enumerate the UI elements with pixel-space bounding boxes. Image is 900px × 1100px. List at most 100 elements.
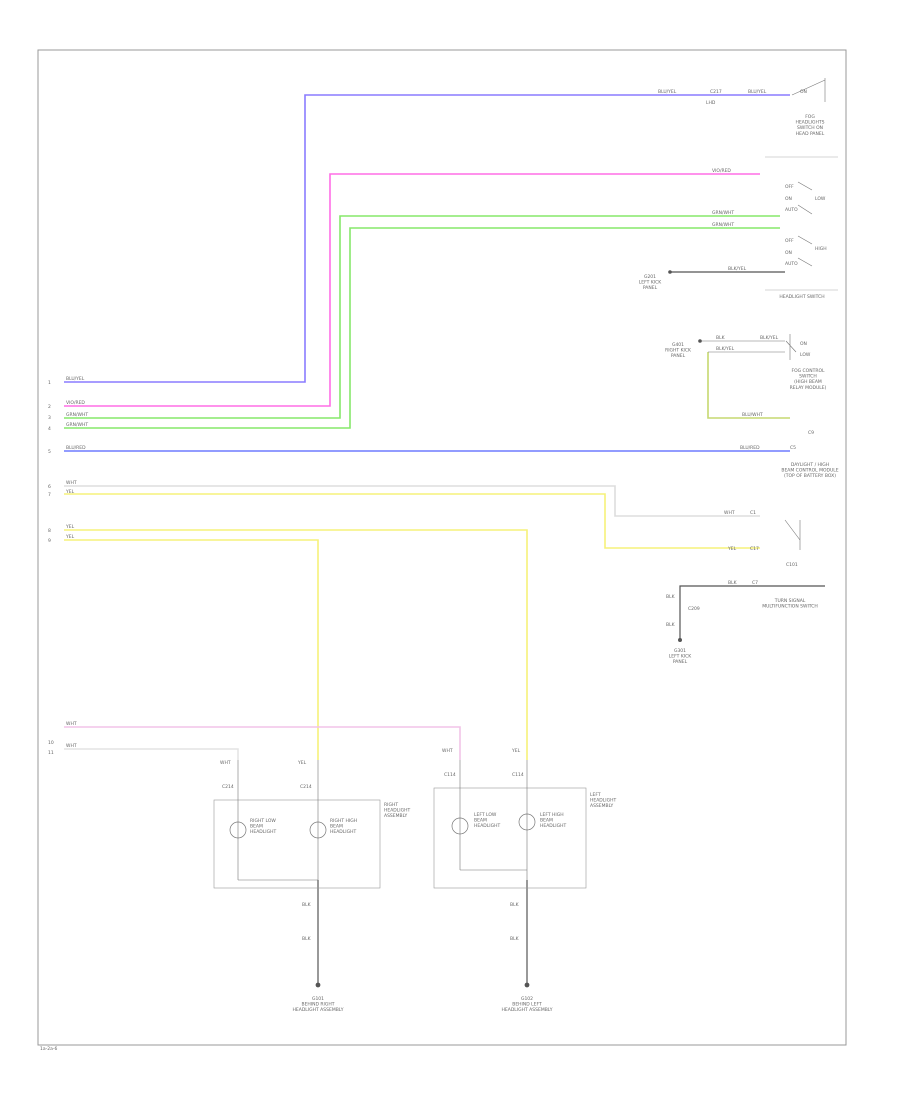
terminal-6-wire: WHT [66, 480, 77, 486]
fog-switch-name-line-3: SWITCH ON [797, 125, 823, 131]
wire-ts-ground [679, 585, 825, 640]
hl-wire-c: GRN/WHT [712, 222, 734, 228]
hl-wire-b: GRN/WHT [712, 210, 734, 216]
hl-low: LOW [815, 196, 826, 202]
right-ground-name-line-2: BEHIND RIGHT [302, 1002, 335, 1008]
right-gnd-wire2: BLK [302, 936, 312, 942]
ts-ground-point [678, 638, 682, 642]
ts-ground-name-line-2: LEFT KICK [669, 654, 692, 660]
terminal-1-wire: BLU/YEL [66, 376, 85, 382]
ts-ground-name-line-3: PANEL [673, 659, 688, 665]
terminal-7-num: 7 [48, 492, 51, 498]
left-low-lamp-label-line-2: BEAM [474, 818, 487, 824]
wire-wht-b [64, 748, 239, 760]
left-hl-pin-high: C114 [512, 772, 524, 778]
right-high-lamp-label-line-2: BEAM [330, 824, 343, 830]
fog-pin-sub: LHD [706, 100, 716, 106]
dimmer-ground-name-line-1: G401 [672, 342, 684, 348]
right-hl-name-line-1: RIGHT [384, 802, 398, 808]
left-low-lamp-label-line-3: HEADLIGHT [474, 823, 500, 829]
terminal-10-num: 10 [48, 740, 54, 746]
hl-ground-name-line-2: LEFT KICK [639, 280, 662, 286]
left-high-lamp-label-line-2: BEAM [540, 818, 553, 824]
dimmer-wire2: BLK/YEL [760, 335, 779, 341]
ts-name-line-1: TURN SIGNAL [774, 598, 806, 604]
right-hl-pin-low: C214 [222, 784, 234, 790]
left-high-lamp [518, 813, 536, 831]
terminal-9-num: 9 [48, 538, 51, 544]
module-pin: C5 [790, 445, 796, 451]
fog-pin: C217 [710, 89, 722, 95]
left-ground-name-line-2: BEHIND LEFT [512, 1002, 542, 1008]
hl-pos3-b: AUTO [785, 261, 798, 267]
hl-switch-contacts [797, 181, 813, 267]
ts-pin-sub: C209 [688, 606, 700, 612]
terminal-11-num: 11 [48, 750, 54, 756]
dimmer-ground-point [698, 339, 702, 343]
relay2-name: C101 [786, 562, 798, 568]
right-hl-box [213, 799, 381, 889]
module-name-line-1: DAYLIGHT / HIGH [791, 462, 829, 468]
right-low-lamp [229, 821, 247, 839]
terminal-11-wire: WHT [66, 743, 77, 749]
relay2-contacts [784, 519, 801, 550]
terminal-5-num: 5 [48, 449, 51, 455]
left-ground-name-line-3: HEADLIGHT ASSEMBLY [502, 1007, 553, 1013]
ts-pin: C7 [752, 580, 758, 586]
right-hl-wire-high: YEL [297, 760, 307, 766]
left-hl-name-line-1: LEFT [590, 792, 601, 798]
fog-switch-name-line-4: HEAD PANEL [796, 131, 825, 137]
left-hl-pin-low: C114 [444, 772, 456, 778]
fog-switch-contact [791, 78, 826, 102]
fog-wire-in: BLU/YEL [658, 89, 677, 95]
terminal-3-wire: GRN/WHT [66, 412, 88, 418]
wire-yel-a [64, 493, 760, 549]
dimmer-wire1: BLK [716, 335, 726, 341]
hl-switch-name: HEADLIGHT SWITCH [779, 294, 824, 300]
hl-high: HIGH [815, 246, 827, 252]
wire-wht-a [64, 485, 760, 517]
right-hl-name-line-3: ASSEMBLY [384, 813, 408, 819]
ts-name-line-2: MULTIFUNCTION SWITCH [762, 604, 818, 610]
fog-switch-name-line-1: FOG [805, 114, 815, 120]
left-ground-name-line-1: G102 [521, 996, 533, 1002]
left-gnd-wire2: BLK [510, 936, 520, 942]
dimmer-name-line-4: RELAY MODULE) [790, 385, 827, 391]
terminal-2-wire: VIO/RED [66, 400, 85, 406]
relay2-wire2: YEL [727, 546, 737, 552]
left-high-lamp-label-line-1: LEFT HIGH [540, 812, 564, 818]
left-hl-box [433, 787, 587, 889]
hl-ground-wire: BLK/YEL [728, 266, 747, 272]
right-ground-point [315, 982, 321, 988]
wire-yel-left-hl [64, 529, 528, 760]
right-hl-wire-low: WHT [220, 760, 231, 766]
headlight-switch: VIO/RED GRN/WHT GRN/WHT OFF ON AUTO LOW … [639, 168, 838, 300]
dimmer-wire-return: BLU/WHT [742, 412, 763, 418]
left-low-lamp [451, 817, 469, 835]
hl-pos1-b: OFF [785, 238, 794, 244]
diagram-frame [37, 49, 847, 1046]
right-hl-name-line-2: HEADLIGHT [384, 808, 410, 814]
terminal-8-wire: YEL [65, 524, 75, 530]
wire-blu-wht [707, 352, 790, 419]
hl-ground-name-line-1: G201 [644, 274, 656, 280]
terminal-6-num: 6 [48, 484, 51, 490]
terminal-5-wire: BLU/RED [66, 445, 86, 451]
terminal-1-num: 1 [48, 380, 51, 386]
right-gnd-wire1: BLK [302, 902, 312, 908]
left-high-lamp-label-line-3: HEADLIGHT [540, 823, 566, 829]
right-hl-pin-high: C214 [300, 784, 312, 790]
ts-wire-c: BLK [666, 622, 676, 628]
hl-pos3: AUTO [785, 207, 798, 213]
